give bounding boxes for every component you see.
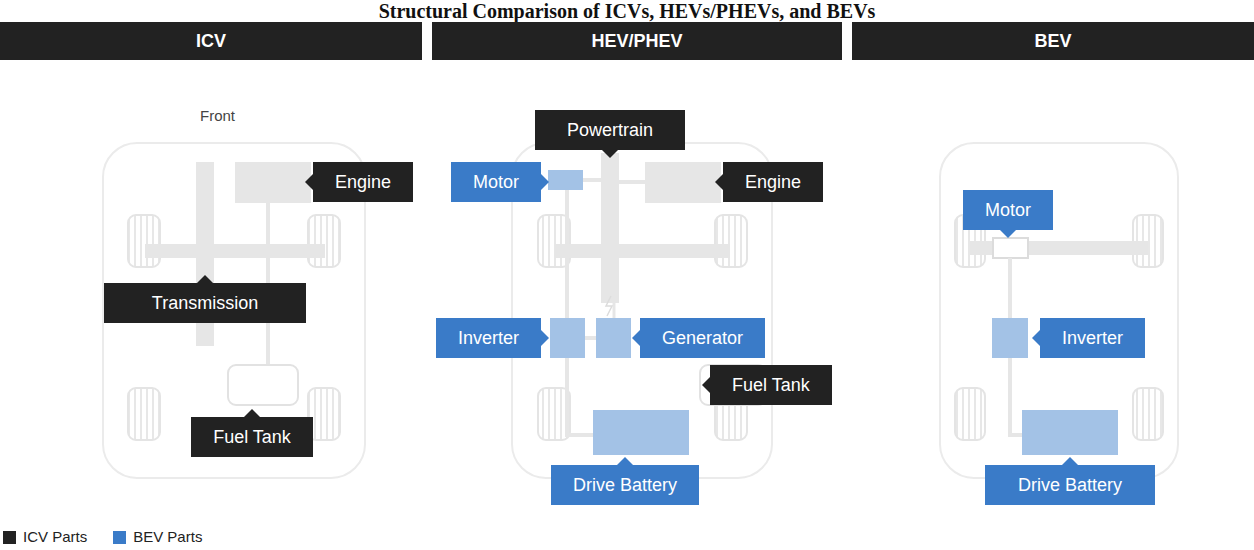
icv-part-label: Engine bbox=[723, 162, 823, 202]
section-header: HEV/PHEV bbox=[432, 22, 842, 60]
label-text: Drive Battery bbox=[1018, 475, 1122, 495]
label-text: Drive Battery bbox=[573, 475, 677, 495]
label-text: HEV/PHEV bbox=[591, 31, 682, 52]
label-text: Powertrain bbox=[567, 120, 653, 140]
label-text: BEV bbox=[1034, 31, 1071, 52]
icv-part-label: Transmission bbox=[104, 283, 306, 323]
icv-part-label: Fuel Tank bbox=[710, 365, 832, 405]
label-text: Generator bbox=[662, 328, 743, 348]
bev-car bbox=[940, 143, 1178, 478]
bev-part-label: Inverter bbox=[1040, 318, 1145, 358]
label-text: Engine bbox=[335, 172, 391, 192]
legend-text: BEV Parts bbox=[133, 528, 202, 546]
orientation-label: Front bbox=[200, 107, 235, 124]
legend-swatch bbox=[113, 531, 126, 544]
label-text: Inverter bbox=[1062, 328, 1123, 348]
bev-part-label: Motor bbox=[451, 162, 541, 202]
icv-part-label: Fuel Tank bbox=[191, 417, 313, 457]
section-header: ICV bbox=[0, 22, 422, 60]
bev-part-label: Inverter bbox=[436, 318, 541, 358]
label-text: Motor bbox=[985, 200, 1031, 220]
label-text: Motor bbox=[473, 172, 519, 192]
label-text: Engine bbox=[745, 172, 801, 192]
icv-part-label: Engine bbox=[313, 162, 413, 202]
icv-part-label: Powertrain bbox=[535, 110, 685, 150]
bev-part-label: Generator bbox=[640, 318, 765, 358]
diagram-title: Structural Comparison of ICVs, HEVs/PHEV… bbox=[0, 0, 1254, 22]
label-text: Inverter bbox=[458, 328, 519, 348]
section-header: BEV bbox=[852, 22, 1254, 60]
label-text: Transmission bbox=[152, 293, 258, 313]
bev-part-label: Drive Battery bbox=[985, 465, 1155, 505]
label-text: Fuel Tank bbox=[732, 375, 810, 395]
legend-text: ICV Parts bbox=[23, 528, 87, 546]
legend-swatch bbox=[3, 531, 16, 544]
label-text: Fuel Tank bbox=[213, 427, 291, 447]
bev-part-label: Drive Battery bbox=[551, 465, 699, 505]
label-text: ICV bbox=[196, 31, 226, 52]
bev-part-label: Motor bbox=[963, 190, 1053, 230]
